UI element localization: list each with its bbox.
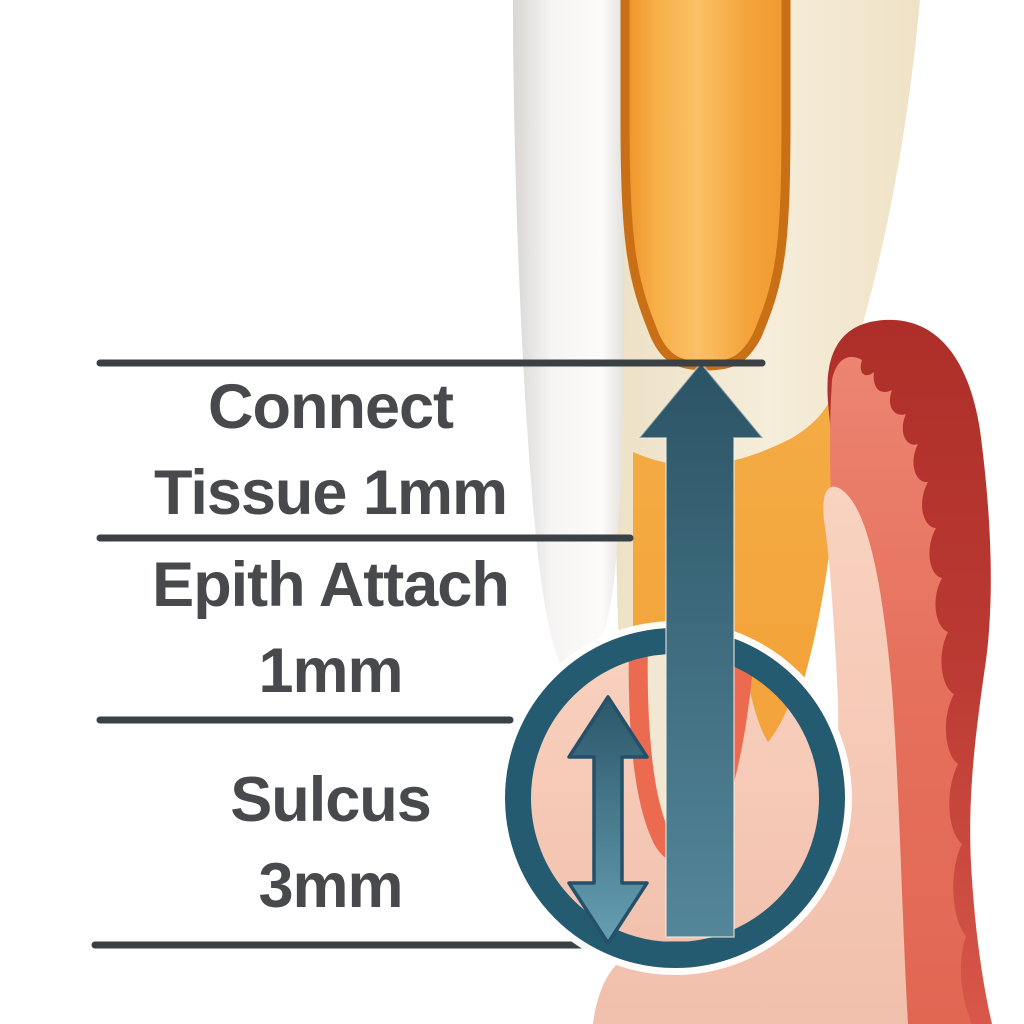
label-line: 3mm [258,851,403,921]
gum-pink-shape [593,486,908,1024]
label-line: 1mm [258,636,403,706]
label-sulcus: Sulcus 3mm [58,748,603,938]
pulp-canal-shape [620,0,791,371]
double-arrow-icon [567,695,649,945]
gum-inner-shape [829,356,972,1024]
root-highlight-shape [513,0,625,675]
up-arrow-icon [638,362,764,938]
label-connect-tissue: Connect Tissue 1mm [58,363,603,537]
label-line: Epith Attach [152,550,510,620]
label-line: Sulcus [230,765,432,835]
label-epith-attach: Epith Attach 1mm [58,542,603,714]
label-line: Connect [208,372,454,442]
label-line: Tissue 1mm [153,458,508,528]
